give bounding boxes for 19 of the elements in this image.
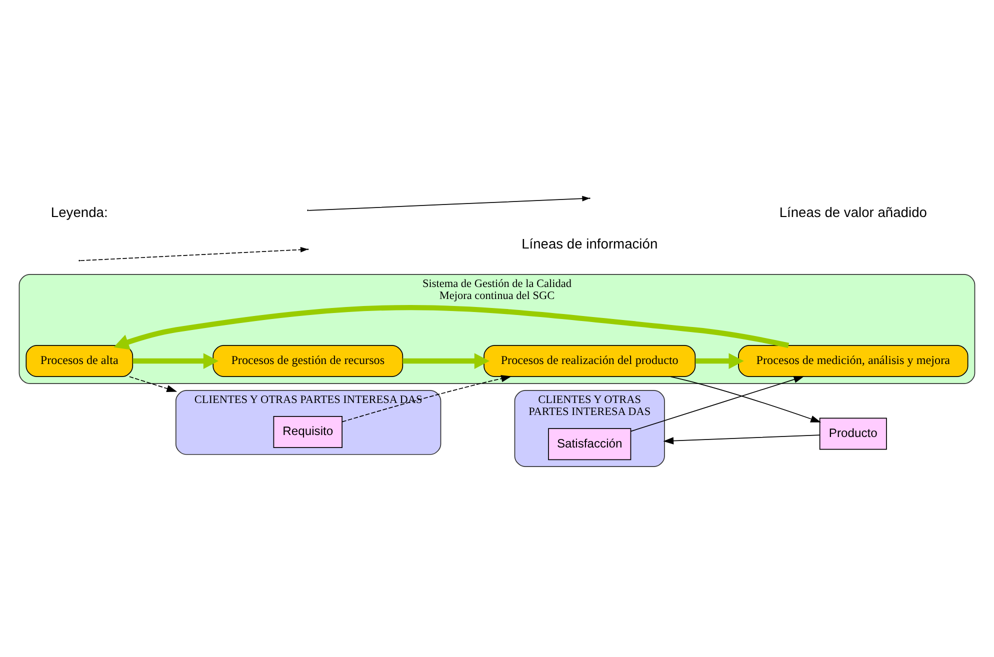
arrow xyxy=(132,352,218,368)
node-box: Requisito xyxy=(273,415,342,448)
arrow xyxy=(630,375,804,432)
arrow xyxy=(663,434,820,444)
node-box: Procesos de gestión de recursos xyxy=(212,344,404,377)
arrow xyxy=(128,376,178,392)
arrow xyxy=(342,374,512,422)
legend-label: Líneas de información xyxy=(522,234,658,251)
node-box: Procesos de medición, análisis y mejora xyxy=(738,344,968,377)
node-box: Procesos de realización del producto xyxy=(484,344,696,377)
arrow xyxy=(402,352,490,368)
node-box: Satisfacción xyxy=(548,428,632,460)
arrow xyxy=(670,376,822,422)
arrow xyxy=(695,352,744,368)
node-box: Procesos de alta xyxy=(26,344,134,377)
node-box: Producto xyxy=(819,417,887,450)
arrow xyxy=(114,304,790,350)
legend-label: Líneas de valor añadido xyxy=(779,204,927,220)
label: Leyenda: xyxy=(50,204,108,220)
